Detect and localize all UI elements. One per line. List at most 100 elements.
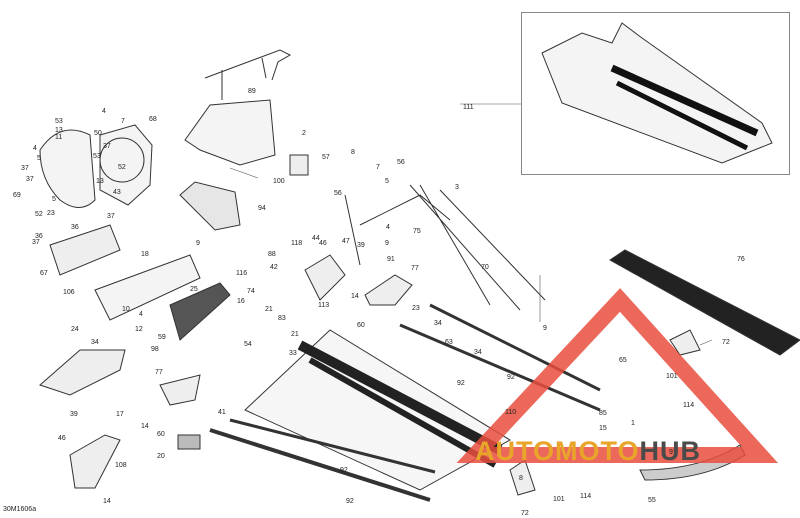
callout-label: 4: [33, 145, 37, 152]
callout-label: 21: [265, 306, 273, 313]
callout-label: 60: [357, 322, 365, 329]
watermark-text-part2: HUB: [639, 436, 702, 466]
callout-label: 65: [619, 357, 627, 364]
callout-label: 14: [141, 423, 149, 430]
callout-label: 77: [411, 265, 419, 272]
callout-label: 44: [312, 235, 320, 242]
callout-label: 101: [666, 373, 678, 380]
callout-label: 9: [196, 240, 200, 247]
callout-label: 98: [151, 346, 159, 353]
callout-label: 10: [122, 306, 130, 313]
callout-label: 5: [52, 196, 56, 203]
callout-label: 14: [351, 293, 359, 300]
callout-label: 37: [26, 176, 34, 183]
callout-label: 56: [334, 190, 342, 197]
callout-label: 34: [474, 349, 482, 356]
watermark-text: AUTOMOTOHUB: [475, 436, 701, 467]
callout-label: 100: [273, 178, 285, 185]
callout-label: 74: [247, 288, 255, 295]
callout-label: 25: [190, 286, 198, 293]
callout-label: 11: [55, 134, 63, 141]
callout-label: 15: [599, 425, 607, 432]
callout-label: 3: [455, 184, 459, 191]
callout-label: 36: [35, 233, 43, 240]
callout-label: 92: [346, 498, 354, 505]
callout-label: 52: [118, 164, 126, 171]
callout-label: 47: [342, 238, 350, 245]
callout-label: 7: [376, 164, 380, 171]
callout-label: 72: [521, 510, 529, 517]
callout-label: 110: [505, 409, 517, 416]
callout-label: 77: [155, 369, 163, 376]
callout-label: 67: [40, 270, 48, 277]
callout-label: 42: [270, 264, 278, 271]
callout-label: 20: [157, 453, 165, 460]
callout-label: 17: [116, 411, 124, 418]
callout-label: 37: [107, 213, 115, 220]
callout-label: 63: [445, 339, 453, 346]
callout-label: 14: [103, 498, 111, 505]
callout-label: 50: [94, 130, 102, 137]
callout-label: 106: [63, 289, 75, 296]
watermark-logo-icon: [456, 288, 779, 463]
callout-label: 75: [413, 228, 421, 235]
callout-label: 2: [302, 130, 306, 137]
frame-components: [39, 49, 800, 502]
callout-label: 36: [71, 224, 79, 231]
callout-label: 60: [157, 431, 165, 438]
callout-label: 108: [115, 462, 127, 469]
callout-label: 55: [648, 497, 656, 504]
callout-label: 4: [386, 224, 390, 231]
inset-frame-drawing: [541, 22, 773, 164]
callout-label: 24: [71, 326, 79, 333]
callout-label: 9: [385, 240, 389, 247]
callout-label: 18: [141, 251, 149, 258]
callout-label: 41: [218, 409, 226, 416]
callout-label: 43: [113, 189, 121, 196]
callout-label: 83: [278, 315, 286, 322]
callout-label: 92: [340, 467, 348, 474]
callout-label: 57: [322, 154, 330, 161]
callout-label: 5: [37, 155, 41, 162]
callout-label: 8: [351, 149, 355, 156]
callout-label: 46: [58, 435, 66, 442]
callout-label: 114: [580, 493, 592, 500]
callout-label: 89: [248, 88, 256, 95]
callout-label: 56: [397, 159, 405, 166]
callout-label: 37: [103, 143, 111, 150]
callout-label: 114: [683, 402, 695, 409]
callout-label: 39: [70, 411, 78, 418]
callout-label: 4: [102, 108, 106, 115]
callout-label: 13: [96, 178, 104, 185]
callout-label: 85: [599, 410, 607, 417]
callout-label: 12: [135, 326, 143, 333]
callout-label: 52: [35, 211, 43, 218]
callout-label: 94: [258, 205, 266, 212]
callout-label: 72: [722, 339, 730, 346]
callout-label: 92: [507, 374, 515, 381]
callout-label: 13: [55, 127, 63, 134]
callout-label: 16: [237, 298, 245, 305]
callout-label: 53: [93, 153, 101, 160]
callout-label: 69: [13, 192, 21, 199]
callout-label: 113: [318, 302, 330, 309]
inset-frame-overview: [521, 12, 790, 175]
callout-label: 39: [357, 242, 365, 249]
callout-label: 76: [737, 256, 745, 263]
callout-label: 8: [519, 475, 523, 482]
callout-label: 7: [121, 118, 125, 125]
callout-label: 4: [139, 311, 143, 318]
callout-label: 92: [457, 380, 465, 387]
callout-label: 97: [669, 449, 677, 456]
watermark-text-part1: AUTOMOTO: [475, 436, 640, 466]
callout-label: 23: [47, 210, 55, 217]
callout-label: 111: [463, 104, 474, 111]
callout-label: 53: [55, 118, 63, 125]
callout-label: 70: [481, 264, 489, 271]
callout-label: 34: [434, 320, 442, 327]
callout-label: 34: [91, 339, 99, 346]
callout-label: 9: [543, 325, 547, 332]
callout-label: 46: [319, 240, 327, 247]
callout-label: 68: [149, 116, 157, 123]
